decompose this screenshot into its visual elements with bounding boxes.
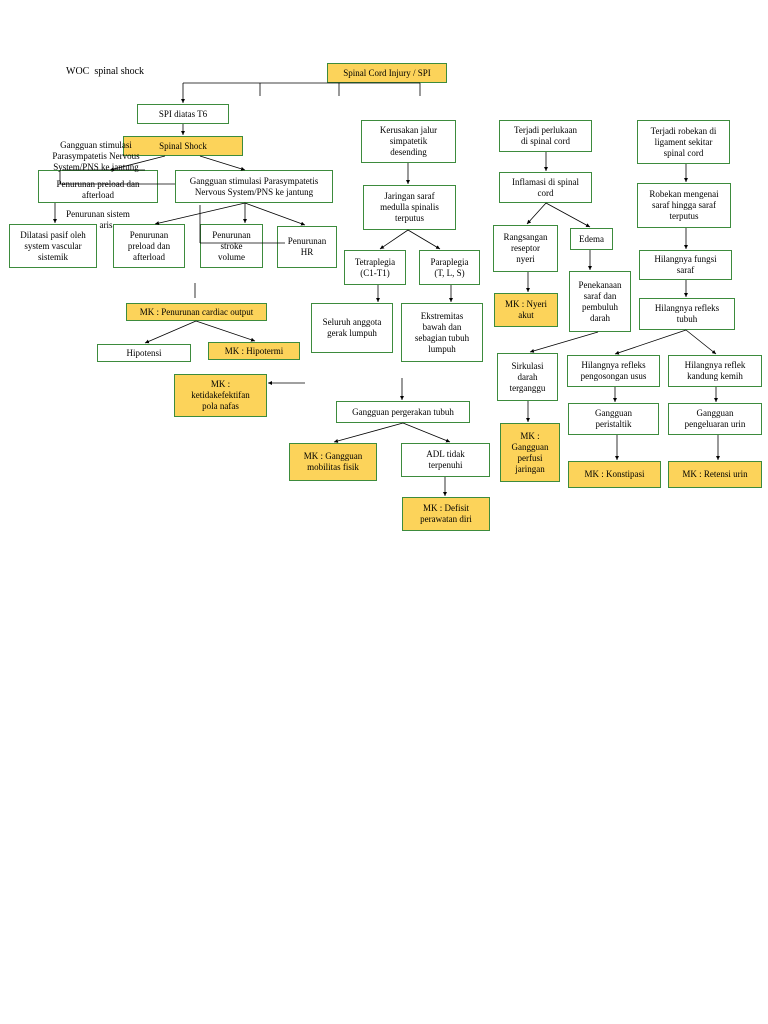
connector-arrow bbox=[545, 202, 591, 228]
mk-penurunan-cardiac-output: MK : Penurunan cardiac output bbox=[126, 303, 267, 321]
node-jaringan-saraf: Jaringan saraf medulla spinalis terputus bbox=[363, 185, 456, 230]
node-adl-tidak-terpenuhi: ADL tidak terpenuhi bbox=[401, 443, 490, 477]
node-kerusakan-jalur: Kerusakan jalur simpatetik desending bbox=[361, 120, 456, 163]
mk-ketidakefektifan-pola-nafas: MK : ketidakefektifan pola nafas bbox=[174, 374, 267, 417]
connector-arrow bbox=[402, 422, 451, 443]
node-robekan-ligament: Terjadi robekan di ligament sekitar spin… bbox=[637, 120, 730, 164]
connector-arrow bbox=[199, 155, 246, 171]
mk-retensi-urin: MK : Retensi urin bbox=[668, 461, 762, 488]
node-tetraplegia: Tetraplegia (C1-T1) bbox=[344, 250, 406, 285]
mk-defisit-perawatan-diri: MK : Defisit perawatan diri bbox=[402, 497, 490, 531]
connector-arrow bbox=[685, 329, 717, 355]
node-gangguan-stimulasi-pns: Gangguan stimulasi Parasympatetis Nervou… bbox=[175, 170, 333, 203]
connector-arrow bbox=[614, 329, 687, 355]
node-penurunan-hr: Penurunan HR bbox=[277, 226, 337, 268]
overlay-text-fragment: aris bbox=[99, 220, 113, 230]
node-inflamasi: Inflamasi di spinal cord bbox=[499, 172, 592, 203]
node-penurunan-preload-left: Penurunan preload dan afterload bbox=[38, 170, 158, 203]
node-penurunan-stroke-volume: Penurunan stroke volume bbox=[200, 224, 263, 268]
node-robekan-saraf: Robekan mengenai saraf hingga saraf terp… bbox=[637, 183, 731, 228]
node-hilangnya-refleks-tubuh: Hilangnya refleks tubuh bbox=[639, 298, 735, 330]
node-paraplegia: Paraplegia (T, L, S) bbox=[419, 250, 480, 285]
connector-arrow bbox=[526, 202, 547, 225]
node-gangguan-pengeluaran-urin: Gangguan pengeluaran urin bbox=[668, 403, 762, 435]
node-spinal-cord-injury: Spinal Cord Injury / SPI bbox=[327, 63, 447, 83]
node-seluruh-anggota-lumpuh: Seluruh anggota gerak lumpuh bbox=[311, 303, 393, 353]
connector-arrow bbox=[333, 422, 404, 443]
node-gangguan-peristaltik: Gangguan peristaltik bbox=[568, 403, 659, 435]
node-penekanan-saraf: Penekanaan saraf dan pembuluh darah bbox=[569, 271, 631, 332]
overlay-text-pns: Gangguan stimulasi Parasympatetis Nervou… bbox=[52, 140, 140, 172]
connector-arrow bbox=[144, 320, 197, 344]
mk-gangguan-perfusi-jaringan: MK : Gangguan perfusi jaringan bbox=[500, 423, 560, 482]
connector-arrow bbox=[244, 202, 306, 226]
connector-arrow bbox=[154, 202, 246, 226]
mk-hipotermi: MK : Hipotermi bbox=[208, 342, 300, 360]
node-ekstremitas-bawah: Ekstremitas bawah dan sebagian tubuh lum… bbox=[401, 303, 483, 362]
connector-arrow bbox=[379, 229, 409, 250]
node-refleks-pengosongan-usus: Hilangnya refleks pengosongan usus bbox=[567, 355, 660, 387]
node-edema: Edema bbox=[570, 228, 613, 250]
node-rangsangan-nyeri: Rangsangan reseptor nyeri bbox=[493, 225, 558, 272]
node-hilangnya-fungsi-saraf: Hilangnya fungsi saraf bbox=[639, 250, 732, 280]
node-spinal-shock: Spinal Shock bbox=[123, 136, 243, 156]
node-hipotensi: Hipotensi bbox=[97, 344, 191, 362]
overlay-text-penurunan-sistem: Penurunan sistem bbox=[66, 209, 130, 219]
connector-arrow bbox=[407, 229, 441, 250]
connector-arrow bbox=[195, 320, 256, 342]
node-sirkulasi-terganggu: Sirkulasi darah terganggu bbox=[497, 353, 558, 401]
mk-gangguan-mobilitas-fisik: MK : Gangguan mobilitas fisik bbox=[289, 443, 377, 481]
mk-konstipasi: MK : Konstipasi bbox=[568, 461, 661, 488]
diagram-title: WOC spinal shock bbox=[66, 66, 145, 77]
node-spi-diatas-t6: SPI diatas T6 bbox=[137, 104, 229, 124]
node-perlukaan-spinal-cord: Terjadi perlukaan di spinal cord bbox=[499, 120, 592, 152]
mk-nyeri-akut: MK : Nyeri akut bbox=[494, 293, 558, 327]
node-dilatasi-pasif: Dilatasi pasif oleh system vascular sist… bbox=[9, 224, 97, 268]
connector-arrow bbox=[529, 331, 599, 353]
node-reflek-kandung-kemih: Hilangnya reflek kandung kemih bbox=[668, 355, 762, 387]
node-penurunan-preload-mid: Penurunan preload dan afterload bbox=[113, 224, 185, 268]
node-gangguan-pergerakan: Gangguan pergerakan tubuh bbox=[336, 401, 470, 423]
